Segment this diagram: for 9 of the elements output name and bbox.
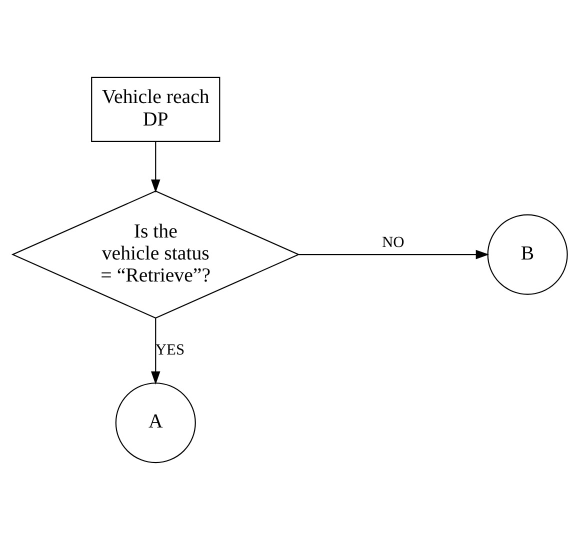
arrow <box>298 249 490 259</box>
node-box: Vehicle reach DP <box>91 76 220 142</box>
edge-label: NO <box>382 234 404 251</box>
arrow <box>151 141 160 192</box>
node-diamond: Is the vehicle status = “Retrieve”? <box>11 190 300 318</box>
node-circle: B <box>487 214 568 294</box>
node-circle: A <box>115 382 196 463</box>
edge-label: YES <box>155 341 185 358</box>
arrow <box>151 318 160 384</box>
